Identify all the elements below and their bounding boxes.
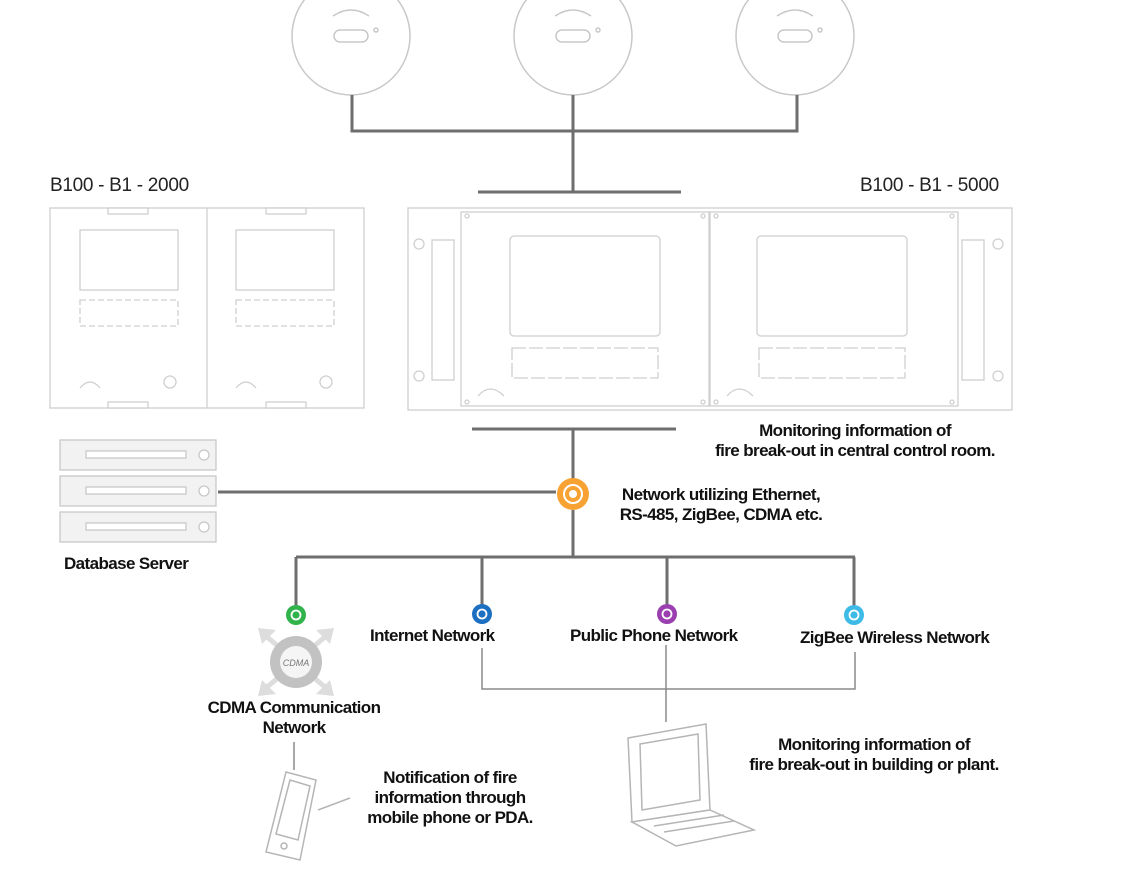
fire-detectors: [291, 0, 855, 96]
phone-node: [657, 604, 677, 624]
network-hub-node: [557, 478, 589, 510]
right-panel-model-label: B100 - B1 - 5000: [860, 175, 999, 196]
laptop-bus-line: [481, 648, 856, 690]
central-monitoring-line-1: Monitoring information of: [759, 421, 951, 440]
left-panel-model-label: B100 - B1 - 2000: [50, 175, 189, 196]
internet-network-label: Internet Network: [370, 626, 495, 645]
network-hub-line-2: RS-485, ZigBee, CDMA etc.: [619, 505, 823, 524]
fire-detector-3: [735, 0, 855, 96]
cdma-emblem-icon: CDMA: [258, 628, 334, 696]
building-monitoring-line-1: Monitoring information of: [778, 735, 970, 754]
control-panel-5000: [407, 207, 1013, 411]
zigbee-network-label: ZigBee Wireless Network: [800, 628, 990, 647]
database-server-label: Database Server: [64, 554, 189, 573]
cdma-network-label: CDMA Communication Network: [172, 698, 416, 738]
pda-icon: [265, 771, 351, 861]
cdma-emblem-text: CDMA: [283, 658, 310, 668]
cdma-node: [286, 605, 306, 625]
control-panel-2000: [49, 207, 365, 409]
building-monitoring-line-2: fire break-out in building or plant.: [749, 755, 999, 774]
central-monitoring-line-2: fire break-out in central control room.: [715, 441, 995, 460]
zigbee-node: [844, 605, 864, 625]
connector-lines: [218, 95, 856, 606]
cdma-network-line-1: CDMA Communication: [207, 698, 381, 717]
mobile-notification-label: Notification of fire information through…: [342, 768, 558, 828]
internet-node: [472, 604, 492, 624]
database-server-icon: [59, 439, 217, 543]
mobile-notification-line-3: mobile phone or PDA.: [367, 808, 533, 827]
thin-connectors: [293, 645, 856, 770]
public-phone-network-label: Public Phone Network: [570, 626, 738, 645]
building-monitoring-label: Monitoring information of fire break-out…: [704, 735, 1044, 775]
network-hub-line-1: Network utilizing Ethernet,: [621, 485, 821, 504]
mobile-notification-line-1: Notification of fire: [383, 768, 517, 787]
mobile-notification-line-2: information through: [374, 788, 526, 807]
cdma-network-line-2: Network: [262, 718, 326, 737]
fire-detector-1: [291, 0, 411, 96]
network-hub-label: Network utilizing Ethernet, RS-485, ZigB…: [598, 485, 844, 525]
fire-detector-2: [513, 0, 633, 96]
central-monitoring-label: Monitoring information of fire break-out…: [662, 421, 1048, 461]
laptop-icon: [627, 723, 757, 847]
